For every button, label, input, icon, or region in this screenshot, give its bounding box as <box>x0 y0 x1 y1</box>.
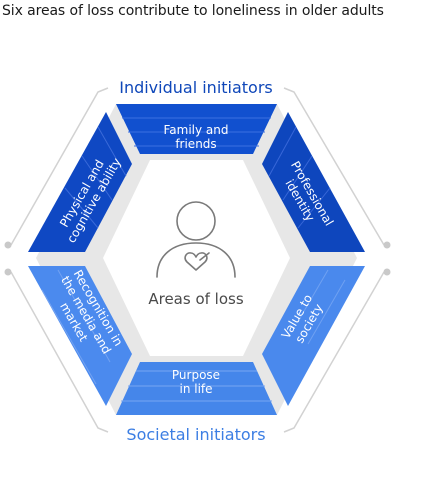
bottom-group-label: Societal initiators <box>126 425 265 444</box>
frame-dot-right-bottom <box>383 268 391 276</box>
segment-label-family-line-2: friends <box>175 137 216 151</box>
segment-label-family-line-1: Family and <box>163 123 228 137</box>
segment-label-purpose-line-2: in life <box>179 382 212 396</box>
frame-dot-left-bottom <box>4 268 12 276</box>
outer-frame-top-left <box>10 87 109 246</box>
outer-frame-top-right <box>283 87 385 246</box>
top-group-label: Individual initiators <box>119 78 273 97</box>
frame-dot-right-top <box>383 241 391 249</box>
center-label: Areas of loss <box>148 290 243 308</box>
center-hexagon <box>103 160 290 356</box>
segment-physical-and-cognitive-ability <box>28 112 132 252</box>
segment-value-to-society <box>262 266 365 406</box>
frame-dot-left-top <box>4 241 12 249</box>
person-with-heart-icon <box>156 201 236 278</box>
segment-professional-identity <box>262 112 365 252</box>
diagram-title: Six areas of loss contribute to loneline… <box>2 3 384 19</box>
segment-purpose-in-life <box>116 362 277 415</box>
segment-label-purpose-line-1: Purpose <box>172 368 220 382</box>
segment-recognition-in-media-and-market <box>28 266 132 406</box>
outer-frame-bottom-left <box>10 271 109 433</box>
segment-family-and-friends <box>116 104 277 154</box>
outer-frame-bottom-right <box>283 271 385 433</box>
outer-frame <box>10 87 385 433</box>
